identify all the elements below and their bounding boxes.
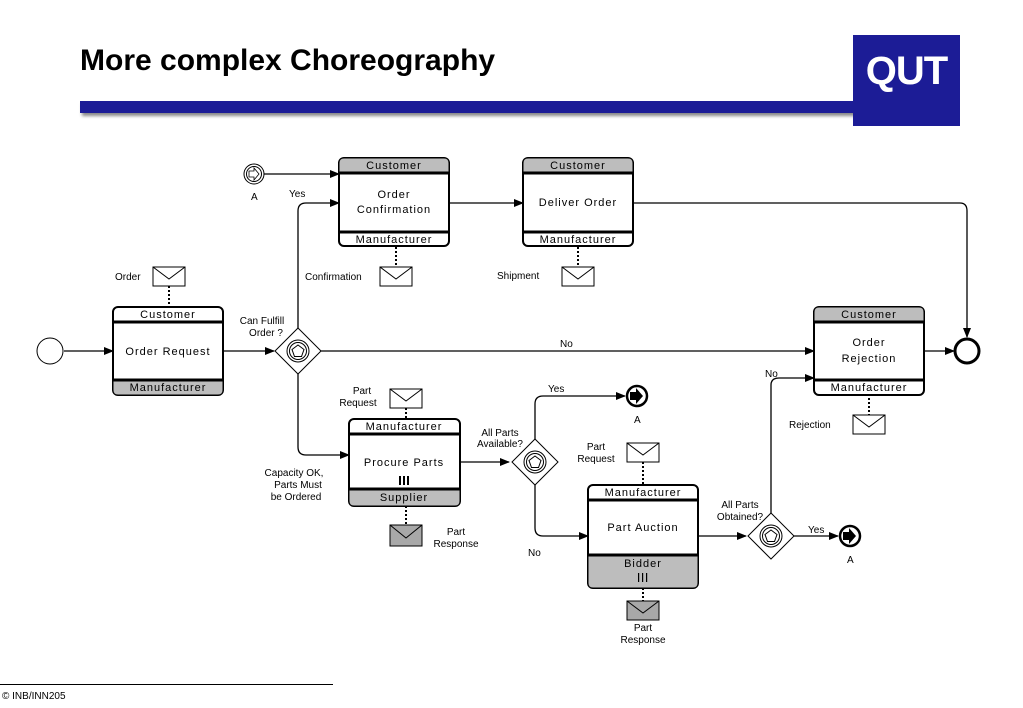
task-name: Procure Parts [364,457,444,469]
message-label-confirmation: Confirmation [305,272,362,283]
task-name: Rejection [842,353,897,365]
message-label-part-response: Response [433,539,478,550]
participant-top: Customer [550,160,606,172]
participant-bottom: Supplier [380,492,428,504]
flow-label-no: No [765,369,778,380]
link-event-catch-top [243,163,265,185]
gateway-all-parts-available [511,438,559,486]
link-label-obtained: A [847,555,854,566]
envelope-icon [379,266,413,287]
task-order-confirmation: Customer Order Confirmation Manufacturer [338,157,450,247]
gateway-label-all-parts-obtained: All Parts [721,500,758,511]
gateway-can-fulfill [274,327,322,375]
message-label-part-request: Part [587,442,606,453]
qut-logo-text: QUT [865,49,948,93]
participant-bottom: Manufacturer [356,234,433,246]
pentagon-icon [291,344,305,357]
link-arrow-icon [843,528,856,544]
task-name: Part Auction [607,522,678,534]
task-order-request: Customer Order Request Manufacturer [112,306,224,396]
link-arrow-icon [248,166,260,182]
message-label-part-response: Part [634,623,653,634]
participant-top: Customer [366,160,422,172]
task-name: Order [377,189,410,201]
gateway-label-can-fulfill: Order ? [249,328,283,339]
task-name: Confirmation [357,204,431,216]
participant-top: Customer [140,309,196,321]
participant-bottom: Manufacturer [831,382,908,394]
message-label-part-request: Part [353,386,372,397]
message-label-part-request: Request [339,398,376,409]
message-label-part-response: Response [620,635,665,646]
end-event [953,337,981,365]
participant-bottom: Manufacturer [540,234,617,246]
gateway-label-all-parts-available: Available? [477,439,523,450]
slide-title: More complex Choreography [80,44,496,77]
link-event-throw-obtained [838,524,862,548]
envelope-icon [626,442,660,463]
footer-copyright: © INB/INN205 [2,691,66,702]
task-part-auction: Manufacturer Part Auction Bidder [587,484,699,589]
flow-label-no: No [528,548,541,559]
envelope-icon-filled [389,524,423,547]
flow-label-yes: Yes [548,384,564,395]
flow-deliver-order-to-end [633,202,971,338]
flow-label-yes: Yes [808,525,824,536]
link-event-throw-available [625,384,649,408]
message-associations [168,247,870,601]
flow-label-yes: Yes [289,189,305,200]
flow-label-capacity: Capacity OK, [265,468,324,479]
envelope-icon [852,414,886,435]
participant-top: Manufacturer [366,421,443,433]
participant-bottom: Manufacturer [130,382,207,394]
sequence-flows [64,170,971,540]
pentagon-icon [764,529,778,542]
message-label-order: Order [115,272,141,283]
message-label-shipment: Shipment [497,271,539,282]
envelope-icon [561,266,595,287]
pentagon-icon [528,455,542,468]
envelope-icon [152,266,186,287]
participant-top: Customer [841,309,897,321]
message-envelopes [152,266,886,621]
footer-divider [0,684,333,685]
flow-gateway-to-order-confirmation [297,199,340,328]
gateway-label-all-parts-available: All Parts [481,428,518,439]
task-name: Order [852,337,885,349]
gateway-label-can-fulfill: Can Fulfill [240,316,284,327]
task-name: Deliver Order [539,197,617,209]
gateway-all-parts-obtained [747,512,795,560]
task-procure-parts: Manufacturer Procure Parts Supplier [348,418,461,507]
start-event [36,337,64,365]
link-label-top: A [251,192,258,203]
flow-available-yes-to-link [534,392,626,439]
message-label-part-request: Request [577,454,614,465]
task-deliver-order: Customer Deliver Order Manufacturer [522,157,634,247]
link-arrow-icon [630,388,643,404]
participant-bottom: Bidder [624,558,662,570]
message-label-rejection: Rejection [789,420,831,431]
flow-available-no-to-part-auction [534,485,589,540]
flow-obtained-no-to-order-rejection [770,374,815,513]
gateway-label-all-parts-obtained: Obtained? [717,512,764,523]
link-label-available: A [634,415,641,426]
multi-instance-icon [399,476,409,485]
multi-instance-icon [638,573,648,582]
flow-label-no: No [560,339,573,350]
qut-logo: QUT [853,35,960,126]
flow-label-capacity: be Ordered [271,492,322,503]
task-name: Order Request [125,346,210,358]
task-order-rejection: Customer Order Rejection Manufacturer [813,306,925,396]
participant-top: Manufacturer [605,487,682,499]
message-label-part-response: Part [447,527,466,538]
flow-gateway-to-procure-parts [297,374,350,459]
envelope-icon [389,388,423,409]
flow-label-capacity: Parts Must [274,480,322,491]
envelope-icon-filled [626,600,660,621]
title-underline [80,101,855,113]
